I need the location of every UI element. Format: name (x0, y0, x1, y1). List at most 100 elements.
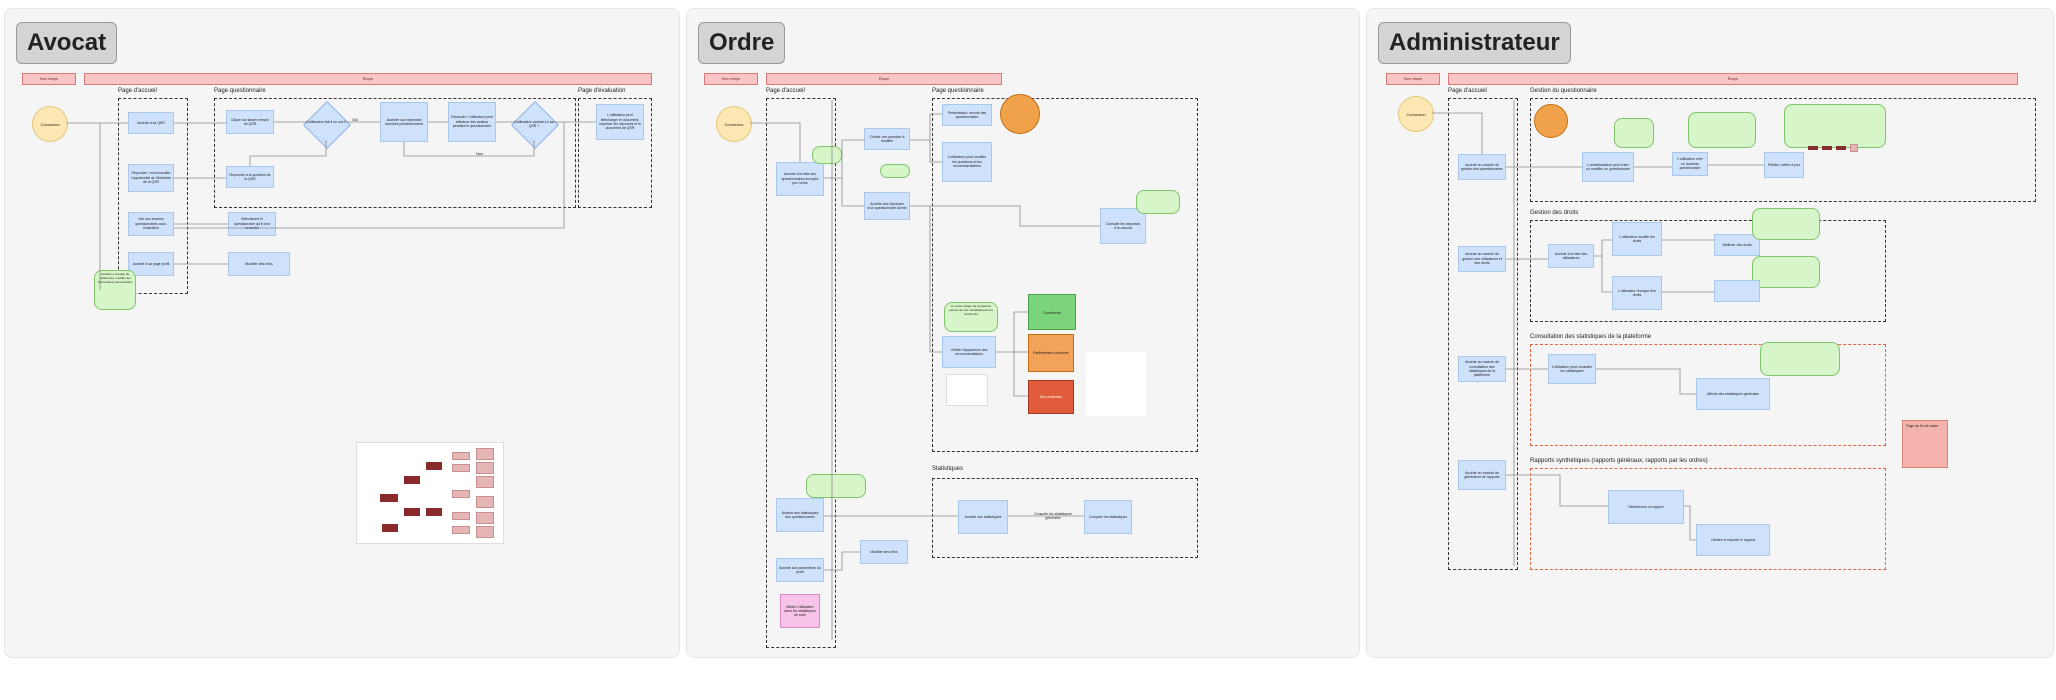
frame-label-droits-admin: Gestion des droits (1530, 210, 1579, 216)
box-non-conforme: Non conforme (1028, 380, 1074, 414)
mini-light-1 (452, 452, 470, 460)
mini-box-4 (404, 508, 420, 516)
doc-card-ordre (946, 374, 988, 406)
node-actions-questionnaire: Répondre / Utilisateur peut effectuer de… (448, 102, 496, 142)
frame-rapports-admin (1530, 468, 1886, 570)
label-non-avocat: Non (476, 151, 484, 156)
frame-consultation-admin (1530, 344, 1886, 446)
node-reponses-questionnaire: Accède aux réponses d'un questionnaire d… (864, 192, 910, 220)
node-attribuer-droits: Attribuer des droits (1714, 234, 1760, 256)
node-repondre-question: Répondre à la question de la QSR (226, 166, 274, 188)
bar-etape-ordre: Étape (766, 73, 1002, 85)
box-partiellement-conforme: Partiellement conforme (1028, 334, 1074, 372)
node-voir-anciens: Voir ses anciens questionnaires auto-éva… (128, 212, 174, 236)
frame-questionnaire-ordre (932, 98, 1198, 452)
frame-label-questionnaire-avocat: Page questionnaire (214, 88, 266, 94)
frame-label-accueil-avocat: Page d'accueil (118, 88, 157, 94)
text-block-ordre (1086, 352, 1146, 416)
note-admin-5 (1752, 256, 1820, 288)
mini-light-8 (476, 476, 494, 488)
bar-etape-admin: Étape (1448, 73, 2018, 85)
node-module-statistiques: Accède au module de consultation des sta… (1458, 356, 1506, 382)
mini-box-5 (426, 508, 442, 516)
node-accede-statistiques: Accède aux statistiques (958, 500, 1008, 534)
note-admin-1 (1614, 118, 1654, 148)
note-preferences-avocat: Accéder à la page de préférence, modifie… (94, 270, 136, 310)
node-statistiques-questionnaires: Accède aux statistiques des questionnair… (776, 498, 824, 532)
bar-non-etape-ordre: Non étape (704, 73, 758, 85)
sticky-admin: Page de fin de cadre (1902, 420, 1948, 468)
bar-non-etape-admin: Non étape (1386, 73, 1440, 85)
node-modifier-infos-ordre: Modifier ses infos (860, 540, 908, 564)
section-title-ordre: Ordre (698, 22, 786, 64)
node-revoque-droits-2 (1714, 280, 1760, 302)
note-ordre-3 (880, 164, 910, 178)
node-module-utilisateurs: Accède au module de gestion des utilisat… (1458, 246, 1506, 272)
frame-statistiques-ordre (932, 478, 1198, 558)
node-liste-utilisateurs: Accède à la liste des utilisateurs (1548, 244, 1594, 268)
mini-box-2 (404, 476, 420, 484)
node-selectionne-rapport: Sélectionne un rapport (1608, 490, 1684, 524)
mini-light-11 (476, 526, 494, 538)
note-code-couleur-ordre: Le code couleur de la réponse permet de … (944, 302, 998, 332)
frame-gestion-admin (1530, 98, 2036, 202)
box-conforme: Conforme (1028, 294, 1076, 330)
start-connexion-ordre: Connexion (716, 106, 752, 142)
node-modifier-questions-reco: L'utilisateur peut modifier les question… (942, 142, 992, 182)
node-module-rapports: Accède au module de génération de rappor… (1458, 460, 1506, 490)
mini-box-1 (380, 494, 398, 502)
node-modifier-infos: Modifier des infos (228, 252, 290, 276)
note-ordre-2 (812, 146, 842, 164)
start-connexion-avocat: Connexion (32, 106, 68, 142)
node-genere-rapport: Génère et exporte le rapport (1696, 524, 1770, 556)
node-selectionne-questionnaire: Sélectionne le questionnaire qu'il veut … (228, 212, 276, 236)
node-publier: Publier, mettre à jour (1764, 152, 1804, 178)
note-admin-4 (1752, 208, 1820, 240)
note-admin-2 (1688, 112, 1756, 148)
label-oui-avocat: Oui (352, 117, 359, 122)
note-ordre-stats (806, 474, 866, 498)
node-page-profil: Accède à sa page profil (128, 252, 174, 276)
frame-label-accueil-admin: Page d'accueil (1448, 88, 1487, 94)
node-creer-modifier-questionnaire: L'administrateur peut créer ou modifier … (1582, 152, 1634, 182)
section-title-avocat: Avocat (16, 22, 118, 64)
node-nouveau-questionnaire: L'utilisateur crée un nouveau questionna… (1672, 152, 1708, 176)
box-pink-ordre: Mettre l'utilisateur dans les statistiqu… (780, 594, 820, 628)
diamond-text-2-avocat: L'utilisateur accède-t-il au QSR ? (514, 120, 554, 128)
node-reponses-precedentes: Accéder aux réponses données précédemmen… (380, 102, 428, 142)
frame-label-rapports-admin: Rapports synthétiques (rapports généraux… (1530, 458, 1708, 464)
frame-label-accueil-ordre: Page d'accueil (766, 88, 805, 94)
bar-non-etape-avocat: Non étape (22, 73, 76, 85)
mini-light-7 (476, 462, 494, 474)
section-title-admin: Administrateur (1378, 22, 1571, 64)
frame-label-statistiques-ordre: Statistiques (932, 466, 964, 472)
orange-circle-admin (1534, 104, 1568, 138)
mini-admin-3 (1836, 146, 1846, 150)
mini-light-10 (476, 512, 494, 524)
mini-box-3 (426, 462, 442, 470)
note-admin-6 (1760, 342, 1840, 376)
frame-label-gestion-admin: Gestion du questionnaire (1530, 88, 1597, 94)
frame-label-evaluation-avocat: Page d'évaluation (578, 88, 626, 94)
node-statistiques-generales: Affiche des statistiques générales (1696, 378, 1770, 410)
node-presentation-envoi: Présentation, envoie des questionnaires (942, 104, 992, 126)
mini-admin-4 (1850, 144, 1858, 152)
mini-light-4 (452, 512, 470, 520)
start-connexion-admin: Connexion (1398, 96, 1434, 132)
node-compare-statistiques: Compare les statistiques (1084, 500, 1132, 534)
frame-accueil-avocat (118, 98, 188, 294)
node-repondre-opportunite: Répondre / voir/consulter l'opportunité … (128, 164, 174, 192)
node-modifie-droits: L'utilisateur modifie les droits (1612, 222, 1662, 256)
frame-droits-admin (1530, 220, 1886, 322)
bar-etape-avocat: Étape (84, 73, 652, 85)
node-liste-questionnaires-ordre: Accède à la liste des questionnaires env… (776, 162, 824, 196)
mini-admin-2 (1822, 146, 1832, 150)
label-consulte-generales: Consulte les statistiques générales (1034, 512, 1072, 520)
node-accede-qsr: Accède à sa QSR (128, 112, 174, 134)
note-admin-3 (1784, 104, 1886, 148)
frame-accueil-admin (1448, 98, 1518, 570)
mini-box-6 (382, 524, 398, 532)
diamond-text-1-avocat: L'utilisateur fait-il un oui ? (306, 120, 346, 124)
orange-circle-ordre (1000, 94, 1040, 134)
node-revoque-droits: L'utilisateur révoque des droits (1612, 276, 1662, 310)
